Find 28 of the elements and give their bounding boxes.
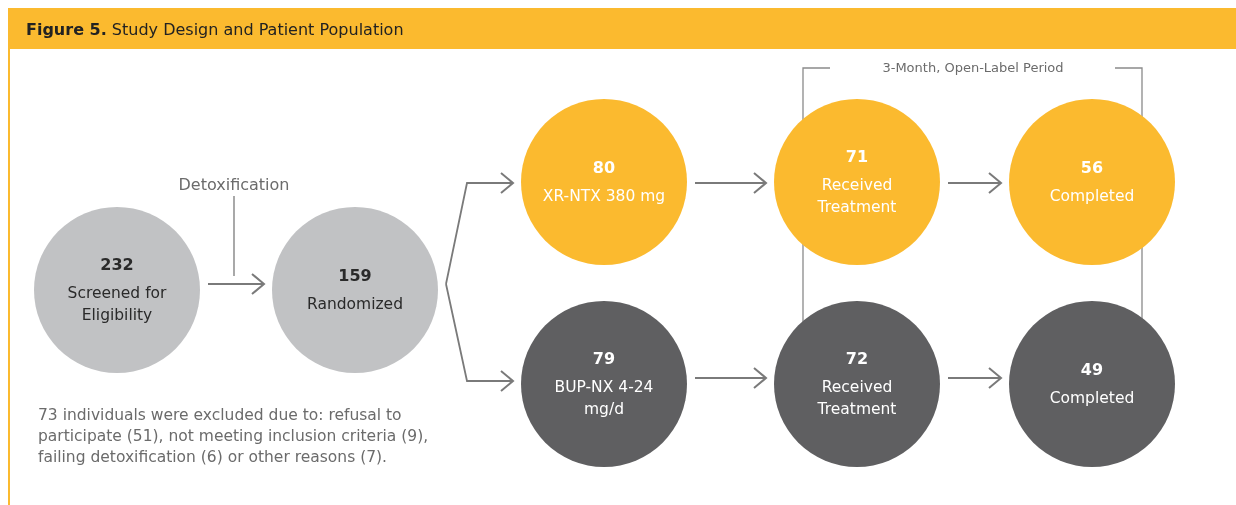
step-label: Detoxification xyxy=(154,175,314,195)
count-label: 232 xyxy=(100,254,134,274)
node-label: Completed xyxy=(1049,185,1135,207)
count-label: 56 xyxy=(1080,157,1104,177)
node-label: Randomized xyxy=(307,293,403,315)
figure-title: Figure 5. Study Design and Patient Population xyxy=(26,20,404,39)
node-label: Received Treatment xyxy=(816,376,898,420)
count-label: 72 xyxy=(845,348,869,368)
count-label: 159 xyxy=(338,265,372,285)
arrow xyxy=(694,172,767,194)
node-label: Received Treatment xyxy=(816,174,898,218)
node-label: Completed xyxy=(1049,387,1135,409)
arrow xyxy=(445,172,514,285)
count-label: 80 xyxy=(592,157,616,177)
arrow xyxy=(694,367,767,389)
footnote: 73 individuals were excluded due to: refusal to participate (51), not meeting inclusion criteria (9), failing detoxification (6) or other reasons (7). xyxy=(38,405,430,468)
count-label: 79 xyxy=(592,348,616,368)
count-label: 49 xyxy=(1080,359,1104,379)
node-label: BUP-NX 4-24 mg/d xyxy=(553,376,655,420)
period-label: 3-Month, Open-Label Period xyxy=(881,60,1065,75)
arrow xyxy=(947,367,1002,389)
node-label: Screened for Eligibility xyxy=(66,282,168,326)
leader-line xyxy=(233,195,235,277)
arrow xyxy=(947,172,1002,194)
arrow xyxy=(207,273,265,295)
count-label: 71 xyxy=(845,146,869,166)
arrow xyxy=(445,283,514,392)
node-label: XR-NTX 380 mg xyxy=(542,185,666,207)
